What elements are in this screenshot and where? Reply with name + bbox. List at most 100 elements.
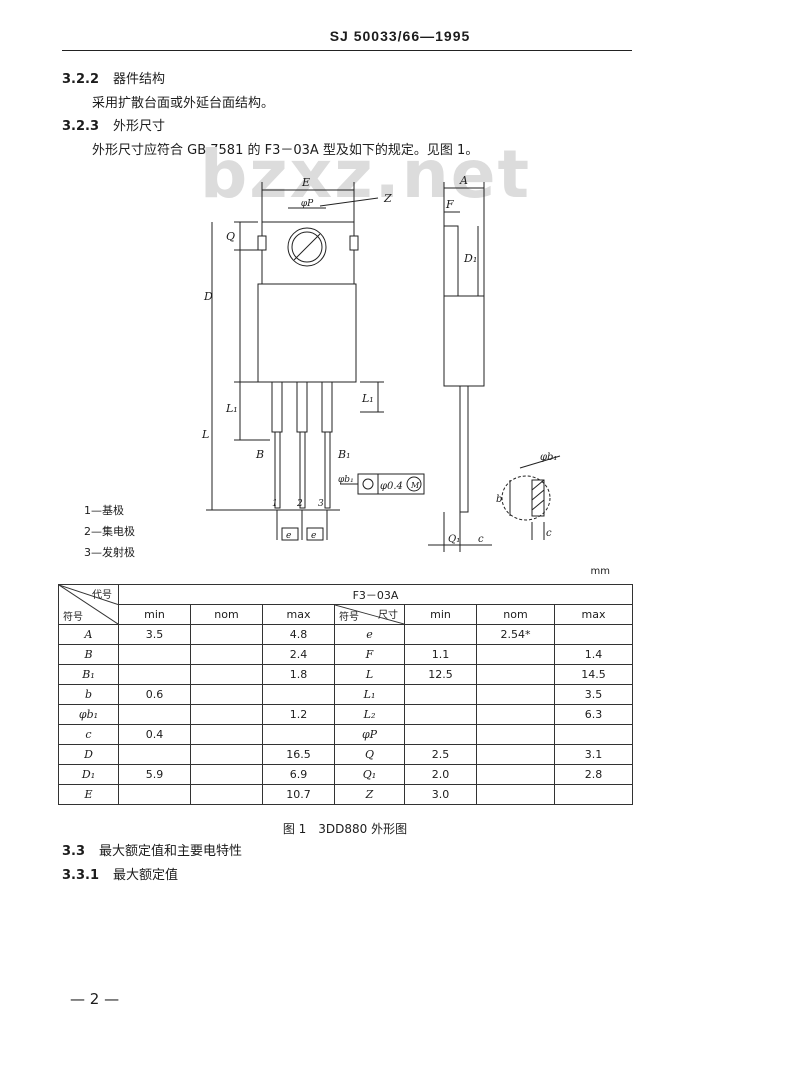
symbol-cell: Q	[334, 744, 405, 765]
label-L: L	[201, 428, 209, 441]
legend-item-base: 1—基极	[84, 504, 124, 517]
legend-item-collector: 2—集电极	[84, 525, 135, 538]
min-cell: 2.0	[404, 764, 477, 785]
max-cell	[262, 724, 335, 745]
package-outline-drawing: E φP Z Q D L₁ L L₁ B B₁ φb₁ φ0.4 M 1 2 3…	[201, 174, 561, 552]
symbol-cell: Q₁	[334, 764, 405, 785]
max-cell	[553, 784, 634, 805]
max-cell: 14.5	[553, 664, 634, 685]
min-cell: 2.5	[404, 744, 477, 765]
label-phib1-section: φb₁	[540, 452, 557, 463]
nom-cell	[476, 664, 555, 685]
symbol-cell: φb₁	[58, 704, 119, 725]
label-F: F	[445, 198, 454, 211]
label-phiP: φP	[301, 199, 314, 209]
nom-cell	[190, 784, 263, 805]
nom-cell: 2.54*	[476, 624, 555, 645]
corner-diagonal	[59, 585, 118, 624]
label-c-section: c	[546, 528, 552, 539]
corner-code-label: 代号	[92, 590, 112, 601]
max-cell: 6.9	[262, 764, 335, 785]
nom-cell	[476, 724, 555, 745]
max-cell: 1.2	[262, 704, 335, 725]
label-D: D	[203, 290, 213, 303]
max-cell: 4.8	[262, 624, 335, 645]
section-title: 最大额定值	[113, 868, 179, 883]
corner-diagonal	[335, 605, 404, 624]
nom-cell	[190, 644, 263, 665]
min-cell: 3.0	[404, 784, 477, 805]
tolerance-value: φ0.4	[380, 481, 403, 492]
col-nom-header: nom	[190, 604, 263, 625]
symbol-cell: L₁	[334, 684, 405, 705]
label-phib1: φb₁	[338, 475, 354, 485]
symbol-cell: e	[334, 624, 405, 645]
pin-1-label: 1	[272, 499, 278, 509]
label-Q1: Q₁	[448, 534, 460, 545]
min-cell	[118, 744, 191, 765]
symbol-cell: φP	[334, 724, 405, 745]
col-nom-header: nom	[476, 604, 555, 625]
min-cell: 3.5	[118, 624, 191, 645]
section-title: 最大额定值和主要电特性	[99, 844, 243, 859]
symbol-cell: c	[58, 724, 119, 745]
symbol-cell: D	[58, 744, 119, 765]
corner-symbol-label: 符号	[339, 612, 359, 623]
max-cell: 16.5	[262, 744, 335, 765]
pin-2-label: 2	[296, 499, 303, 509]
symbol-cell: B₁	[58, 664, 119, 685]
nom-cell	[476, 704, 555, 725]
tolerance-modifier: M	[410, 481, 420, 490]
min-cell: 0.6	[118, 684, 191, 705]
label-b: b	[496, 494, 502, 505]
model-header: F3－03A	[117, 584, 634, 605]
tab-outline	[261, 221, 355, 285]
min-cell: 12.5	[404, 664, 477, 685]
col-min-header: min	[118, 604, 191, 625]
nom-cell	[190, 664, 263, 685]
min-cell	[404, 684, 477, 705]
col-min-header: min	[404, 604, 477, 625]
min-cell	[404, 724, 477, 745]
max-cell: 2.4	[262, 644, 335, 665]
max-cell	[262, 684, 335, 705]
symbol-cell: Z	[334, 784, 405, 805]
min-cell	[118, 644, 191, 665]
min-cell	[118, 784, 191, 805]
max-cell	[553, 724, 634, 745]
side-body	[443, 295, 485, 387]
min-cell: 5.9	[118, 764, 191, 785]
symbol-cell: L	[334, 664, 405, 685]
section-number: 3.2.2	[62, 72, 100, 87]
symbol-cell: b	[58, 684, 119, 705]
min-cell	[404, 704, 477, 725]
max-cell: 1.8	[262, 664, 335, 685]
label-D1: D₁	[463, 252, 477, 265]
max-cell: 3.1	[553, 744, 634, 765]
nom-cell	[476, 764, 555, 785]
label-c-side: c	[478, 534, 484, 545]
nom-cell	[476, 744, 555, 765]
symbol-cell: F	[334, 644, 405, 665]
max-cell: 3.5	[553, 684, 634, 705]
pin-3-label: 3	[318, 499, 324, 509]
nom-cell	[190, 764, 263, 785]
label-B1: B₁	[337, 448, 351, 461]
symbol-cell: A	[58, 624, 119, 645]
label-Z: Z	[383, 192, 392, 205]
section-number: 3.2.3	[62, 119, 100, 134]
label-E: E	[301, 176, 310, 189]
corner-size-label: 尺寸	[378, 610, 398, 621]
max-cell: 10.7	[262, 784, 335, 805]
section-title: 器件结构	[113, 72, 166, 87]
dimension-table: 代号 符号 F3－03A min nom max 尺寸 符号 min nom m…	[58, 584, 634, 805]
label-e-2: e	[311, 531, 316, 541]
